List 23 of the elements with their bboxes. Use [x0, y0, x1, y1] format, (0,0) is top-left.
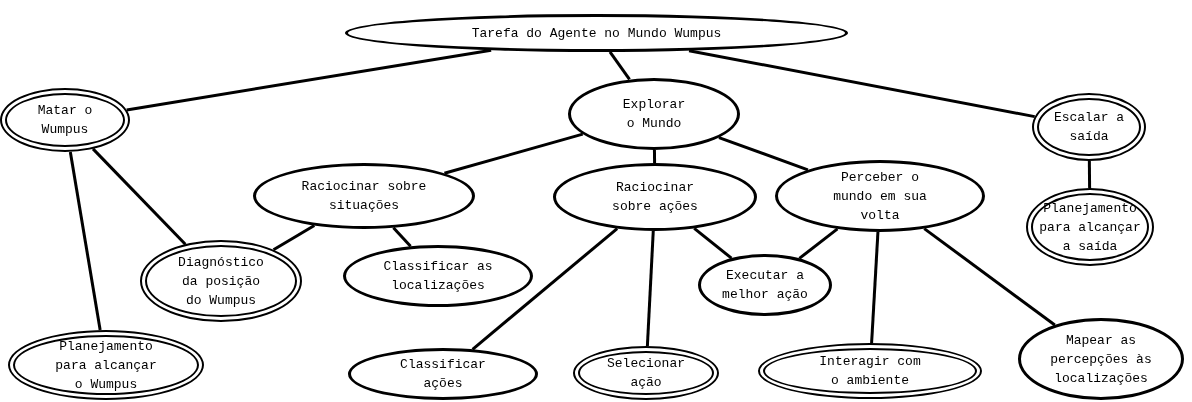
node-label: Matar o Wumpus: [36, 102, 94, 139]
connector-line: [444, 132, 584, 175]
node-label: Escalar a saída: [1053, 109, 1125, 146]
node-label: Tarefa do Agente no Mundo Wumpus: [471, 24, 722, 43]
connector-line: [645, 230, 655, 347]
node-label: Interagir com o ambiente: [818, 353, 922, 390]
node-label: Mapear as percepções às localizações: [1049, 331, 1153, 388]
connector-line: [718, 136, 809, 172]
node-label: Raciocinar sobre situações: [300, 178, 428, 215]
node-label: Planejamento para alcançar a saída: [1038, 199, 1142, 256]
node-label: Raciocinar sobre ações: [611, 179, 699, 216]
node-label: Explorar o Mundo: [621, 96, 687, 133]
connector-line: [68, 151, 102, 331]
connector-line: [652, 149, 657, 163]
node-label: Planejamento para alcançar o Wumpus: [54, 337, 158, 394]
node-label: Executar a melhor ação: [721, 267, 809, 304]
node-label: Selecionar ação: [606, 355, 686, 392]
node-label: Diagnóstico da posição do Wumpus: [177, 253, 265, 310]
connector-line: [1087, 161, 1092, 188]
connector-line: [870, 231, 880, 344]
node-label: Classificar ações: [399, 356, 487, 393]
node-label: Classificar as localizações: [382, 258, 494, 295]
node-label: Perceber o mundo em sua volta: [832, 168, 928, 225]
